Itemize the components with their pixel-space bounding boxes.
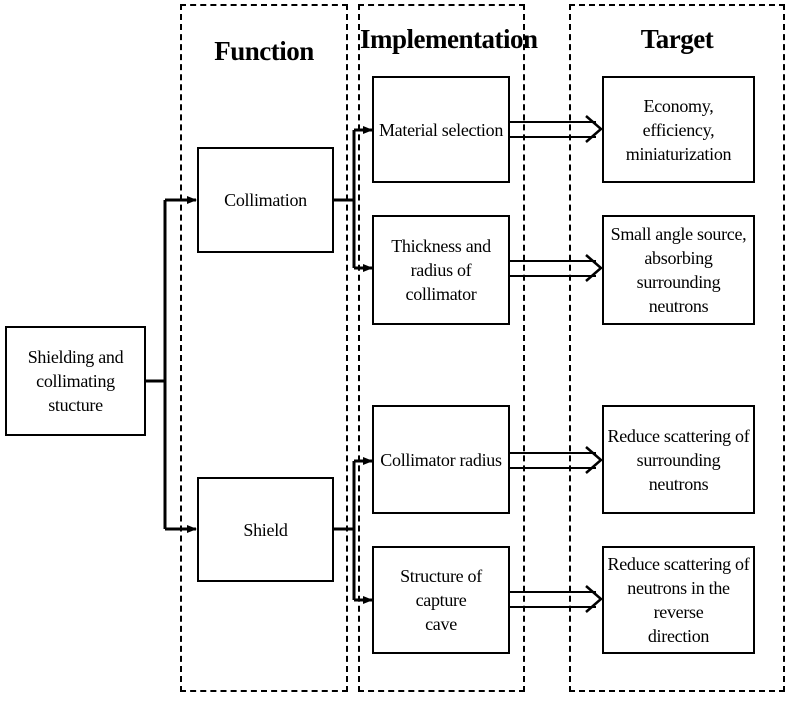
target-column: Target	[569, 4, 785, 692]
collimation-to-implementation-connector	[334, 126, 373, 272]
root-label: Shielding and collimating stucture	[27, 347, 124, 415]
collimation-label: Collimation	[224, 190, 307, 210]
shield-box: Shield	[197, 477, 334, 582]
capture-cave-box: Structure of capture cave	[372, 546, 510, 654]
implementation-column: Implementation	[358, 4, 538, 692]
reduce-surrounding-target-label: Reduce scattering of surrounding neutron…	[607, 425, 750, 494]
function-column-title: Function	[214, 36, 314, 66]
material-selection-label: Material selection	[378, 119, 504, 140]
thickness-radius-box: Thickness and radius of collimator	[372, 215, 510, 325]
root-box: Shielding and collimating stucture	[5, 326, 146, 436]
shield-label: Shield	[243, 519, 288, 540]
capture-cave-label: Structure of capture cave	[400, 566, 482, 634]
reduce-reverse-target-box: Reduce scattering of neutrons in the rev…	[602, 546, 755, 654]
collimation-box: Collimation	[197, 147, 334, 253]
thickness-radius-label: Thickness and radius of collimator	[391, 236, 491, 304]
target-column-title: Target	[640, 24, 714, 54]
shield-to-implementation-connector	[334, 457, 373, 604]
reduce-surrounding-target-box: Reduce scattering of surrounding neutron…	[602, 405, 755, 514]
small-angle-target-box: Small angle source, absorbing surroundin…	[602, 215, 755, 325]
implementation-column-title: Implementation	[360, 24, 538, 54]
implementation-to-target-arrows	[509, 115, 603, 613]
collimator-radius-label: Collimator radius	[380, 449, 502, 470]
collimator-radius-box: Collimator radius	[372, 405, 510, 514]
root-to-functions-connector	[146, 196, 197, 533]
function-column: Function	[180, 4, 348, 692]
material-selection-box: Material selection	[372, 76, 510, 183]
economy-target-label: Economy, efficiency, miniaturization	[625, 95, 732, 164]
small-angle-target-label: Small angle source, absorbing surroundin…	[610, 224, 747, 316]
economy-target-box: Economy, efficiency, miniaturization	[602, 76, 755, 183]
reduce-reverse-target-label: Reduce scattering of neutrons in the rev…	[607, 554, 750, 646]
